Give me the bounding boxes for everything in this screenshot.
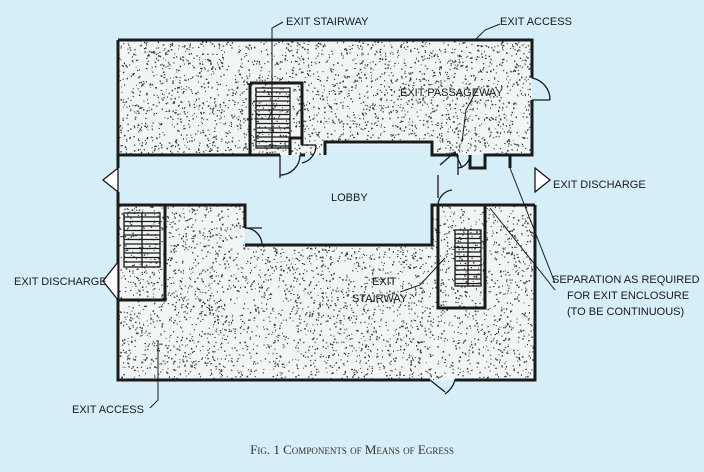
door-right-stair bbox=[437, 175, 453, 206]
label-separation-line-1: SEPARATION AS REQUIRED bbox=[552, 274, 700, 286]
right-stair-enclosure bbox=[436, 205, 487, 310]
label-exit-discharge-left: EXIT DISCHARGE bbox=[14, 276, 107, 288]
leader-lines bbox=[149, 21, 556, 409]
label-separation-line-2: FOR EXIT ENCLOSURE bbox=[567, 290, 689, 302]
label-exit-stairway-mid-1: EXIT bbox=[372, 276, 397, 288]
stipple-bottom bbox=[118, 205, 535, 380]
corridor-south-wall bbox=[118, 203, 535, 247]
discharge-arrow-right bbox=[534, 166, 552, 194]
label-exit-stairway-top: EXIT STAIRWAY bbox=[286, 16, 369, 28]
door-exit-bottom bbox=[429, 379, 456, 395]
door-exit-access-top-right bbox=[531, 77, 551, 101]
lobby-lower-alcove bbox=[245, 202, 432, 242]
figure-caption: Fig. 1 Components of Means of Egress bbox=[250, 442, 454, 457]
corridor-north-wall bbox=[118, 140, 445, 157]
caption-fig-number: Fig. 1 bbox=[250, 442, 280, 457]
caption-title: Components of Means of Egress bbox=[283, 442, 454, 457]
outer-wall-top bbox=[118, 38, 534, 168]
label-exit-access-bottom: EXIT ACCESS bbox=[72, 404, 144, 416]
label-lobby: LOBBY bbox=[331, 192, 368, 204]
lobby-corridor bbox=[118, 158, 538, 202]
door-top-stair bbox=[301, 144, 317, 164]
right-stair-treads bbox=[454, 229, 482, 287]
top-stair-treads bbox=[255, 87, 291, 149]
door-lobby-south bbox=[244, 227, 263, 246]
lobby-upper-alcove bbox=[325, 145, 432, 158]
door-passageway bbox=[439, 150, 471, 175]
left-stair-treads bbox=[123, 212, 161, 268]
label-exit-stairway-mid-2: STAIRWAY bbox=[352, 293, 408, 305]
left-stair-enclosure bbox=[118, 203, 167, 302]
door-top-stair-lobby bbox=[279, 154, 301, 178]
label-exit-passageway: EXIT PASSAGEWAY bbox=[400, 87, 504, 99]
label-exit-discharge-right: EXIT DISCHARGE bbox=[553, 179, 646, 191]
discharge-arrow-left-stair bbox=[102, 260, 119, 302]
label-separation-line-3: (TO BE CONTINUOUS) bbox=[567, 306, 684, 318]
label-exit-access-top: EXIT ACCESS bbox=[500, 16, 572, 28]
discharge-arrow-lobby-left bbox=[101, 166, 119, 194]
